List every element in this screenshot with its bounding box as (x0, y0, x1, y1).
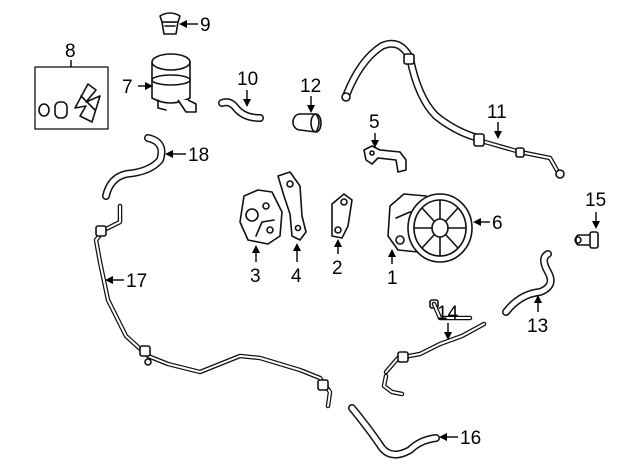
callout-14: 14 (437, 303, 459, 340)
callout-10-label: 10 (237, 69, 258, 90)
part-11-pressure-hose (341, 39, 565, 179)
part-4-adjusting-bracket (277, 171, 307, 241)
callout-8: 8 (65, 41, 76, 67)
callout-13-label: 13 (527, 316, 548, 337)
callout-15: 15 (585, 190, 606, 229)
part-5-bracket (363, 145, 407, 173)
part-10-return-hose (218, 98, 264, 122)
part-6-pulley (407, 193, 473, 263)
callout-9: 9 (179, 15, 211, 36)
callout-5: 5 (369, 112, 380, 148)
callout-11-label: 11 (487, 102, 507, 123)
part-3-pump-bracket (239, 189, 283, 245)
part-13-cooler-hose (502, 250, 555, 316)
callout-1-label: 1 (387, 268, 398, 289)
callout-16-label: 16 (460, 428, 481, 449)
callout-8-label: 8 (65, 41, 76, 62)
part-12-pressure-switch (292, 113, 322, 133)
callout-15-label: 15 (585, 190, 606, 211)
callout-17-label: 17 (126, 271, 147, 292)
callout-10: 10 (237, 69, 258, 107)
callout-2-label: 2 (332, 258, 343, 279)
callout-7-label: 7 (122, 77, 133, 98)
part-14-cooler-tube (381, 299, 487, 397)
callout-3-label: 3 (250, 266, 261, 287)
part-8-seal-kit (34, 66, 109, 130)
callout-4-label: 4 (291, 266, 302, 287)
callout-16: 16 (439, 428, 481, 449)
part-17-return-tube (93, 203, 333, 409)
callout-11: 11 (487, 102, 507, 139)
callout-3: 3 (250, 245, 261, 287)
callout-5-label: 5 (369, 112, 380, 133)
callout-6-label: 6 (492, 213, 503, 234)
callout-9-label: 9 (200, 15, 211, 36)
callout-13: 13 (527, 295, 548, 337)
part-9-reservoir-cap (159, 12, 181, 35)
callout-1: 1 (387, 249, 398, 289)
callout-12: 12 (300, 76, 321, 113)
callout-17: 17 (105, 271, 147, 292)
callout-4: 4 (291, 243, 302, 287)
callout-6: 6 (473, 213, 503, 234)
callout-7: 7 (122, 77, 153, 98)
callout-18-label: 18 (188, 145, 209, 166)
part-2-link (331, 193, 353, 239)
callout-18: 18 (165, 145, 209, 166)
callout-14-label: 14 (437, 303, 459, 324)
part-7-reservoir (151, 53, 197, 113)
callout-2: 2 (332, 239, 343, 279)
part-15-union-bolt (574, 231, 599, 249)
part-16-suction-hose (348, 404, 440, 459)
part-18-suction-hose (102, 134, 166, 200)
callout-12-label: 12 (300, 76, 321, 97)
